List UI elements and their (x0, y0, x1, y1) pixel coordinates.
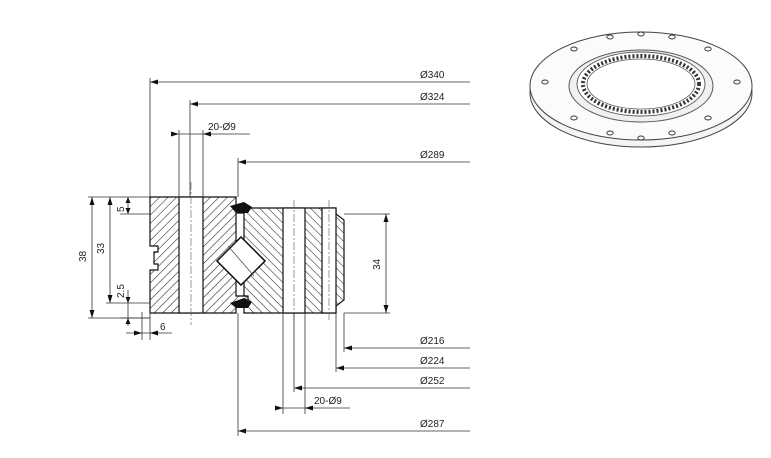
dim-d340: Ø340 (420, 70, 445, 81)
dim-holes-inner: 20-Ø9 (314, 396, 342, 407)
dim-h38: 38 (78, 250, 89, 262)
right-dimensions: 34 (344, 213, 390, 314)
top-dimensions: Ø340 Ø324 20-Ø9 Ø289 (149, 70, 470, 197)
left-dimensions: 38 33 5 2.5 6 (78, 196, 172, 340)
dim-d324: Ø324 (420, 92, 445, 103)
cross-section (149, 182, 345, 325)
upper-seal (230, 202, 252, 213)
dim-w6: 6 (160, 322, 166, 333)
dim-h2-5: 2.5 (116, 284, 127, 298)
bottom-dimensions: Ø216 Ø224 Ø252 20-Ø9 Ø287 (237, 313, 470, 436)
dim-d216: Ø216 (420, 336, 445, 347)
lower-seal (230, 298, 252, 308)
dim-d289: Ø289 (420, 150, 445, 161)
dim-d224: Ø224 (420, 356, 445, 367)
dim-h34: 34 (372, 258, 383, 270)
dim-d252: Ø252 (420, 376, 445, 387)
dim-h5: 5 (116, 206, 127, 212)
dim-h33: 33 (96, 242, 107, 254)
dim-d287: Ø287 (420, 419, 445, 430)
slewing-ring-internal-gear-icon (529, 31, 753, 148)
dim-holes-outer: 20-Ø9 (208, 122, 236, 133)
